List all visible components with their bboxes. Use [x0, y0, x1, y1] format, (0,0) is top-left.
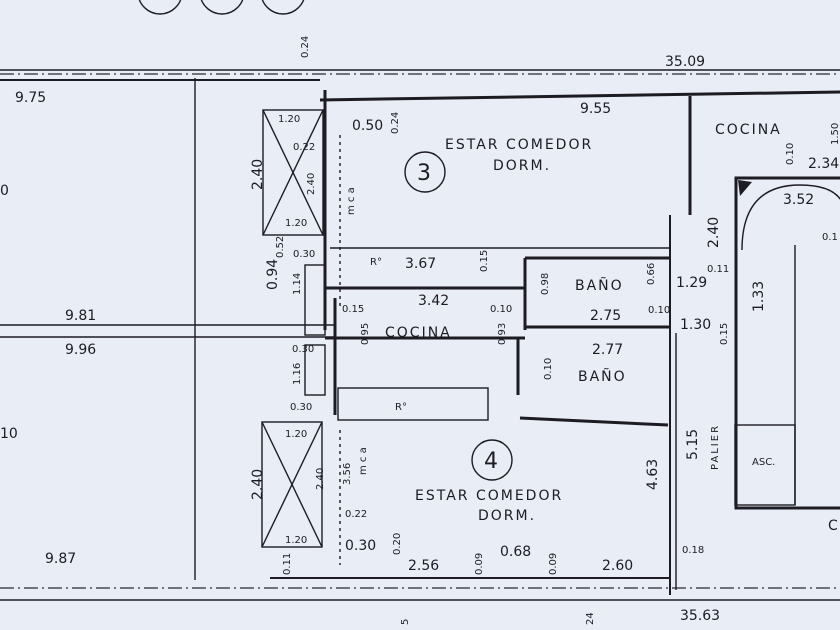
- dim: 2.40: [250, 159, 266, 190]
- core-frag: C: [828, 518, 838, 534]
- unit-4-walls: [261, 264, 669, 565]
- top-circles: [138, 0, 305, 15]
- overall-width-bottom: 35.63: [680, 608, 720, 624]
- dim: 1.20: [285, 218, 307, 229]
- dim: 0.94: [265, 259, 281, 290]
- dim: 3.67: [405, 256, 436, 272]
- left-dim-mid1: 9.81: [65, 308, 96, 324]
- unit-3-number: 3: [417, 161, 431, 186]
- overall-width-top: 35.09: [665, 54, 705, 70]
- dim: 0.11: [707, 264, 729, 275]
- dim: 0.1: [822, 232, 838, 243]
- dim: 4.63: [645, 459, 661, 490]
- unit-4-room-label: ESTAR COMEDOR: [415, 488, 563, 504]
- left-dim-mid2: 9.96: [65, 342, 96, 358]
- dim: 0.68: [500, 544, 531, 560]
- unit-3-bath-label: BAÑO: [575, 277, 624, 294]
- dim: 3.42: [418, 293, 449, 309]
- dim: 0.52: [275, 236, 286, 258]
- stair-elevator-core: [675, 176, 840, 590]
- property-lines: [0, 69, 840, 601]
- dim: 0.10: [785, 143, 796, 165]
- dim: 0.50: [352, 118, 383, 134]
- core-kitchen-label: COCINA: [715, 122, 782, 138]
- unit-4-number: 4: [484, 449, 498, 474]
- dim: 0.98: [540, 273, 551, 295]
- dim: 3.52: [783, 192, 814, 208]
- dim: 0.93: [497, 323, 508, 345]
- dim: 2.77: [592, 342, 623, 358]
- dim: 5.15: [685, 429, 701, 460]
- dim: 2.75: [590, 308, 621, 324]
- unit-3-room-label: ESTAR COMEDOR: [445, 137, 593, 153]
- dim: 1.16: [292, 363, 303, 385]
- unit-4-bath-label: BAÑO: [578, 368, 627, 385]
- unit-3-walls: [262, 90, 692, 595]
- unit-4-room-label-2: DORM.: [478, 508, 536, 524]
- bottom-frag-2: 24: [585, 612, 596, 625]
- dim: 0.11: [282, 553, 293, 575]
- dim: 1.20: [278, 114, 300, 125]
- dim: 2.40: [706, 217, 722, 248]
- left-dim-top: 9.75: [15, 90, 46, 106]
- dim: 1.29: [676, 275, 707, 291]
- dim: 0.30: [293, 249, 315, 260]
- dim: 2.40: [306, 173, 317, 195]
- dim: 0.22: [293, 142, 315, 153]
- dim: 2.40: [315, 468, 326, 490]
- left-dim-bottom: 9.87: [45, 551, 76, 567]
- unit-3: 3 ESTAR COMEDOR DORM. 9.55 0.50 0.24 1.2…: [250, 101, 670, 345]
- left-frag-2: 10: [0, 426, 18, 442]
- mca-label: m c a: [346, 187, 357, 215]
- dim: 0.95: [360, 323, 371, 345]
- dim: 2.40: [250, 469, 266, 500]
- hall-label: R°: [370, 257, 382, 268]
- unit-3-kitchen-label: COCINA: [385, 325, 452, 341]
- unit-3-room-label-2: DORM.: [493, 158, 551, 174]
- dim: 0.10: [648, 305, 670, 316]
- palier-label: PALIER: [710, 424, 721, 470]
- dim: 1.50: [830, 123, 840, 145]
- dim: 0.30: [290, 402, 312, 413]
- unit-4: 4 ESTAR COMEDOR DORM. BAÑO 2.77 0.10 R° …: [250, 342, 704, 575]
- dim: 0.09: [548, 553, 559, 575]
- dim: 0.18: [682, 545, 704, 556]
- dim: 2.56: [408, 558, 439, 574]
- bottom-frag-1: 5: [400, 619, 411, 625]
- dim: 0.15: [479, 250, 490, 272]
- dim: 0.30: [292, 344, 314, 355]
- dim: 1.20: [285, 535, 307, 546]
- dim: 0.66: [646, 263, 657, 285]
- dim: 1.33: [751, 281, 767, 312]
- dim: 1.30: [680, 317, 711, 333]
- elevator-label: ASC.: [752, 457, 775, 468]
- dim: 3.56: [342, 463, 353, 485]
- hall-label: R°: [395, 402, 407, 413]
- dim: 1.20: [285, 429, 307, 440]
- dim: 0.10: [490, 304, 512, 315]
- dim: 0.22: [345, 509, 367, 520]
- dim: 0.15: [342, 304, 364, 315]
- dim: 0.10: [543, 358, 554, 380]
- dim: 9.55: [580, 101, 611, 117]
- left-frag-1: 0: [0, 183, 9, 199]
- dim: 0.20: [392, 533, 403, 555]
- dim: 0.09: [474, 553, 485, 575]
- dim: 0.30: [345, 538, 376, 554]
- dim: 0.15: [719, 323, 730, 345]
- top-small-dim: 0.24: [300, 36, 311, 58]
- dim: 2.34: [808, 156, 839, 172]
- dim: 2.60: [602, 558, 633, 574]
- dim: 1.14: [292, 273, 303, 295]
- core: COCINA 1.50 0.10 2.34 3.52 2.40 1.29 0.1…: [676, 122, 840, 534]
- mca-label: m c a: [358, 447, 369, 475]
- dim: 0.24: [390, 112, 401, 134]
